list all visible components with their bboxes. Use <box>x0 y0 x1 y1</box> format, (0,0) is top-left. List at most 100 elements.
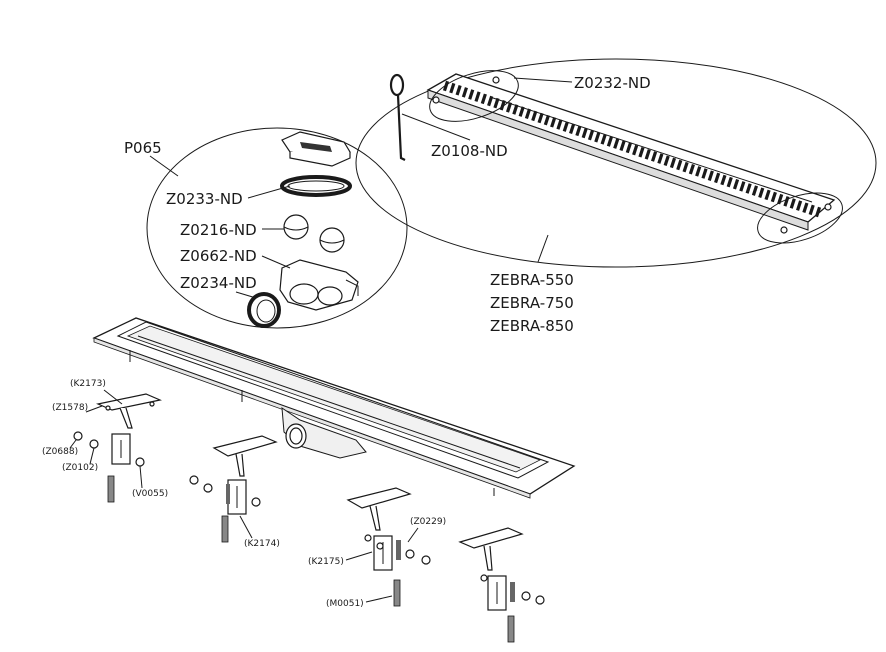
siphon-ball <box>319 227 345 253</box>
leader-line <box>139 465 143 489</box>
grate-slot <box>688 164 695 175</box>
leader-line <box>103 389 123 405</box>
leader-line <box>345 551 373 561</box>
grate-slot <box>777 193 784 205</box>
bracket-k2174 <box>189 435 278 543</box>
grate-slot <box>613 138 620 149</box>
label-grate: Z0232-ND <box>574 74 651 92</box>
grate-ellipse <box>355 58 877 268</box>
washer <box>89 439 99 449</box>
grate-screw-hole <box>780 226 788 234</box>
grate-slot <box>493 97 500 109</box>
leader-line <box>365 595 393 603</box>
grate-slot <box>562 121 569 132</box>
grate-end-detail-right <box>757 192 843 244</box>
grate-slot <box>625 142 632 154</box>
screw <box>393 579 401 607</box>
grate-slot <box>676 159 683 171</box>
grate-slot <box>581 127 588 139</box>
grate-slot <box>487 95 494 107</box>
grate-slot <box>789 198 796 209</box>
nut <box>189 475 199 485</box>
leader-line <box>247 185 291 199</box>
grate-screw-hole <box>824 203 832 211</box>
grate-slot <box>606 136 613 147</box>
siphon-body <box>279 259 359 311</box>
leader-line <box>489 96 813 203</box>
grate-slot <box>531 110 538 122</box>
leader-line <box>407 527 419 543</box>
grate-slot <box>480 93 487 105</box>
nut <box>535 595 545 605</box>
leader-line <box>537 234 549 263</box>
washer <box>521 591 531 601</box>
siphon-group: P065 <box>124 127 408 329</box>
grate-slot <box>701 168 708 179</box>
grate-slot <box>600 134 607 145</box>
siphon-ball <box>283 214 309 240</box>
grate-slot <box>669 157 677 169</box>
screw <box>221 515 229 543</box>
grate-slot <box>632 144 639 156</box>
drain-channel <box>92 317 576 499</box>
grate-slot <box>714 172 721 184</box>
grate-slot <box>594 132 601 143</box>
grate-slot <box>619 140 626 152</box>
siphon-ring <box>247 292 281 328</box>
grate-slot <box>770 191 777 203</box>
grate-slot <box>461 87 468 98</box>
hook-tool <box>389 73 406 161</box>
grate-end-detail-left <box>429 70 519 122</box>
label-v0055: (V0055) <box>132 489 168 499</box>
drain-outlet <box>281 407 367 459</box>
grate-slot <box>638 146 645 158</box>
grate-group: Z0232-ND Z0108-ND ZEBRA-550 ZEBRA-750 ZE… <box>355 58 877 335</box>
screw <box>507 615 515 643</box>
label-m0051: (M0051) <box>326 599 364 609</box>
grate-slot <box>732 178 740 190</box>
grate-slot <box>587 129 595 141</box>
grate-slot <box>758 187 765 199</box>
grate-slot <box>543 114 550 126</box>
leader-line <box>149 155 179 177</box>
grate-slot <box>569 123 576 134</box>
model-750: ZEBRA-750 <box>490 294 574 312</box>
label-z0688: (Z0688) <box>42 447 78 457</box>
grate-slot <box>764 189 771 201</box>
grate-bar <box>426 73 836 231</box>
grate-slot <box>682 161 689 173</box>
grate-slot <box>644 149 651 160</box>
label-z1578: (Z1578) <box>52 403 88 413</box>
leader-line <box>69 439 77 449</box>
washer <box>135 457 145 467</box>
siphon-ellipse <box>146 127 408 329</box>
grate-slot <box>505 102 513 113</box>
grate-slot <box>663 155 670 166</box>
grate-slot <box>550 117 557 128</box>
siphon-seal <box>280 175 352 197</box>
grate-slot <box>657 153 664 164</box>
grate-slot <box>814 206 822 218</box>
grate-slot <box>537 112 544 124</box>
label-z0229: (Z0229) <box>410 517 446 527</box>
grate-slot <box>512 104 519 115</box>
screw <box>107 475 115 503</box>
label-k2173: (K2173) <box>70 379 106 389</box>
grate-slot <box>442 80 450 92</box>
siphon-cap <box>281 131 351 167</box>
grate-slot <box>796 200 803 211</box>
leader-line <box>401 113 471 141</box>
grate-slot <box>751 185 759 196</box>
label-ring: Z0234-ND <box>180 274 257 292</box>
grate-slot <box>651 151 658 162</box>
label-body: Z0662-ND <box>180 247 257 265</box>
nut <box>73 431 83 441</box>
label-z0102: (Z0102) <box>62 463 98 473</box>
grate-slot <box>745 183 752 194</box>
leader-line <box>513 77 573 83</box>
label-hook: Z0108-ND <box>431 142 508 160</box>
bracket-k2175 <box>346 487 431 607</box>
bracket-k2173 <box>73 393 162 503</box>
grate-slot <box>556 119 563 130</box>
